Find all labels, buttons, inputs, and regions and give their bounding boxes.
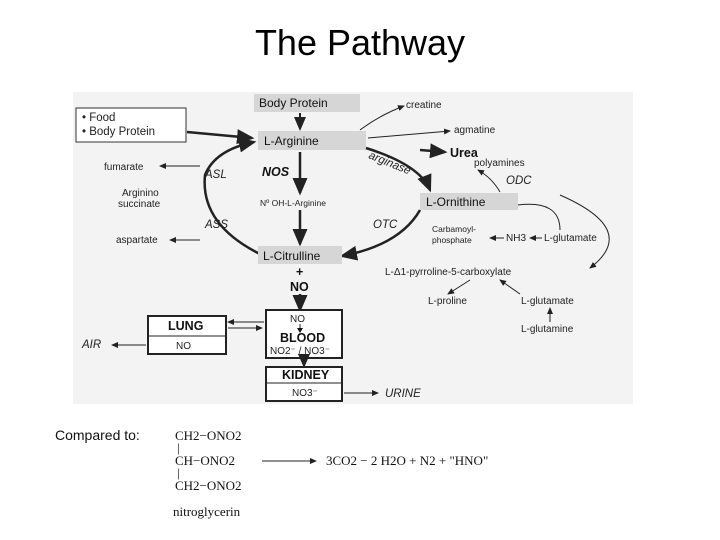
nitroglycerin-line2: CH−ONO2 [175,453,235,468]
kidney-label: KIDNEY [282,368,330,382]
compared-label: Compared to: [55,427,140,443]
intermediate-label: Nº OH-L-Arginine [260,198,326,208]
l-glutamate-label-1: L-glutamate [544,233,597,244]
arrow-p5c-to-proline [447,279,471,295]
l-glutamine-label: L-glutamine [521,324,574,335]
nitroglycerin-line3: CH2−ONO2 [175,478,242,493]
agmatine-label: agmatine [454,125,496,136]
urine-label: URINE [385,388,421,400]
blood-products-label: NO2⁻ / NO3⁻ [270,346,330,357]
input-food: • Food [82,112,115,124]
blood-label: BLOOD [280,331,325,345]
asl-label: ASL [204,169,227,181]
l-citrulline-label: L-Citrulline [263,249,321,263]
arrow-to-creatine [359,105,405,131]
urea-cycle-arc-left [203,137,263,257]
fumarate-label: fumarate [104,162,144,173]
l-glutamate-label-2: L-glutamate [521,296,574,307]
nitroglycerin-name: nitroglycerin [173,504,241,519]
no-label: NO [290,280,309,294]
arrow-input-to-arginine [186,129,255,145]
argininosuccinate-label-2: succinate [118,199,161,210]
nitroglycerin-bar2: | [177,465,180,480]
arrow-ornithine-to-p5c [517,203,561,231]
l-ornithine-box [420,193,518,210]
kidney-box [265,366,343,402]
nitroglycerin-line1: CH2−ONO2 [175,428,242,443]
arrow-to-urea [419,143,448,159]
ass-label: ASS [204,219,228,231]
body-protein-label: Body Protein [259,96,328,110]
lung-box [147,315,227,355]
air-label: AIR [81,339,101,351]
aspartate-label: aspartate [116,235,158,246]
plus-label: + [296,265,303,279]
carbamoyl-label-1: Carbamoyl- [432,224,476,234]
lung-label: LUNG [168,319,203,333]
odc-label: ODC [506,175,532,187]
polyamines-label: polyamines [474,158,525,169]
otc-label: OTC [373,219,398,231]
page-title: The Pathway [254,22,466,63]
urea-cycle-arc-right [365,146,432,193]
reaction-products: 3CO2 − 2 H2O + N2 + "HNO" [326,453,488,468]
body-protein-box [254,94,360,112]
nh3-label: NH3 [506,233,526,244]
arrow-to-polyamines [477,169,501,193]
urea-cycle-arc-bottom [339,209,422,261]
blood-no-label: NO [290,314,305,325]
l-arginine-box [258,131,366,150]
p5c-label: L-Δ1-pyrroline-5-carboxylate [385,267,512,278]
nos-label: NOS [262,165,290,179]
kidney-no3-label: NO3⁻ [292,388,318,399]
creatine-label: creatine [406,100,442,111]
l-citrulline-box [258,246,342,264]
l-ornithine-label: L-Ornithine [426,195,486,209]
argininosuccinate-label-1: Arginino [122,188,159,199]
arrow-glutamine-loop [559,194,610,269]
arrow-to-agmatine [367,128,451,139]
lung-no-label: NO [176,341,191,352]
l-proline-label: L-proline [428,296,467,307]
l-arginine-label: L-Arginine [264,134,319,148]
input-box [75,107,187,143]
input-body-protein: • Body Protein [82,126,155,138]
arrow-glutamate-to-p5c [499,279,521,295]
blood-box [265,309,343,359]
carbamoyl-label-2: phosphate [432,235,472,245]
nitroglycerin-bar1: | [177,440,180,455]
urea-label: Urea [450,146,479,160]
